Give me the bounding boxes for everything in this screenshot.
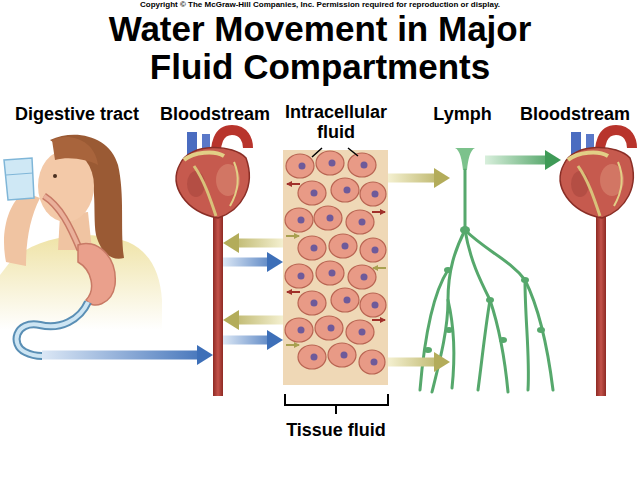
- heart-and-vessel: [560, 130, 633, 396]
- flow-arrow: [388, 358, 438, 367]
- compartment: Digestive tract: [2, 104, 152, 404]
- flow-arrow: [235, 316, 283, 325]
- flow-arrow: [388, 174, 438, 183]
- flow-arrow: [42, 351, 201, 360]
- tissue-cells: [283, 148, 388, 414]
- compartment: Bloodstream: [515, 104, 635, 404]
- compartment-label: Tissue fluid: [286, 420, 386, 440]
- compartment: Intracellular fluidTissue fluid: [274, 102, 398, 440]
- flow-arrow: [223, 258, 271, 267]
- compartment-label: Lymph: [433, 104, 491, 124]
- flow-arrow: [223, 336, 271, 345]
- flow-arrow: [485, 156, 549, 165]
- compartment-label: Intracellular fluid: [274, 102, 398, 142]
- compartment: Lymph: [415, 104, 510, 394]
- copyright-note: Copyright © The McGraw-Hill Companies, I…: [0, 0, 640, 10]
- compartment-label: Bloodstream: [520, 104, 630, 124]
- flow-arrow: [235, 239, 283, 248]
- woman-drinking: [0, 135, 162, 356]
- compartment-label: Bloodstream: [160, 104, 270, 124]
- lymph-vessels: [420, 148, 553, 392]
- diagram-title: Water Movement in Major Fluid Compartmen…: [100, 10, 540, 86]
- compartment-label: Digestive tract: [15, 104, 139, 124]
- compartment: Bloodstream: [155, 104, 275, 404]
